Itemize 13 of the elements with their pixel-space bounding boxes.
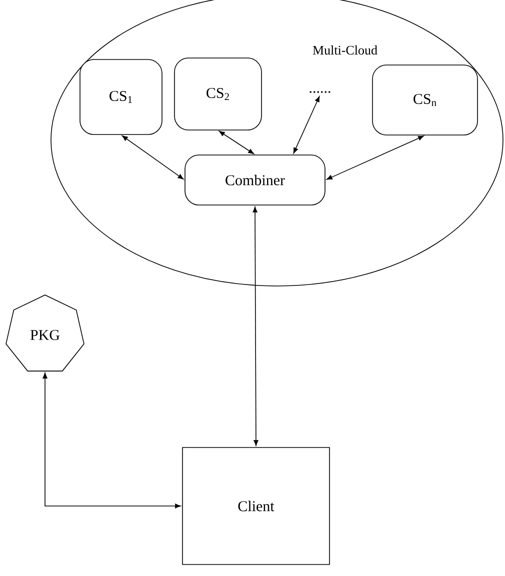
arrow <box>218 130 254 154</box>
server-box: CS$_{1}$ <box>80 59 162 135</box>
ellipsis-text: ...... <box>310 91 330 93</box>
arrow <box>122 135 184 180</box>
arrow <box>326 136 424 180</box>
server-box: Combiner <box>184 154 326 206</box>
arrow <box>252 206 258 446</box>
server-box: CS$_{2}$ <box>174 58 262 130</box>
client-box: Client <box>182 447 330 565</box>
arrow <box>42 372 181 508</box>
key-generator-heptagon: PKG <box>6 294 84 372</box>
arrow <box>293 96 320 154</box>
server-box: CS$_{n}$ <box>372 64 478 136</box>
